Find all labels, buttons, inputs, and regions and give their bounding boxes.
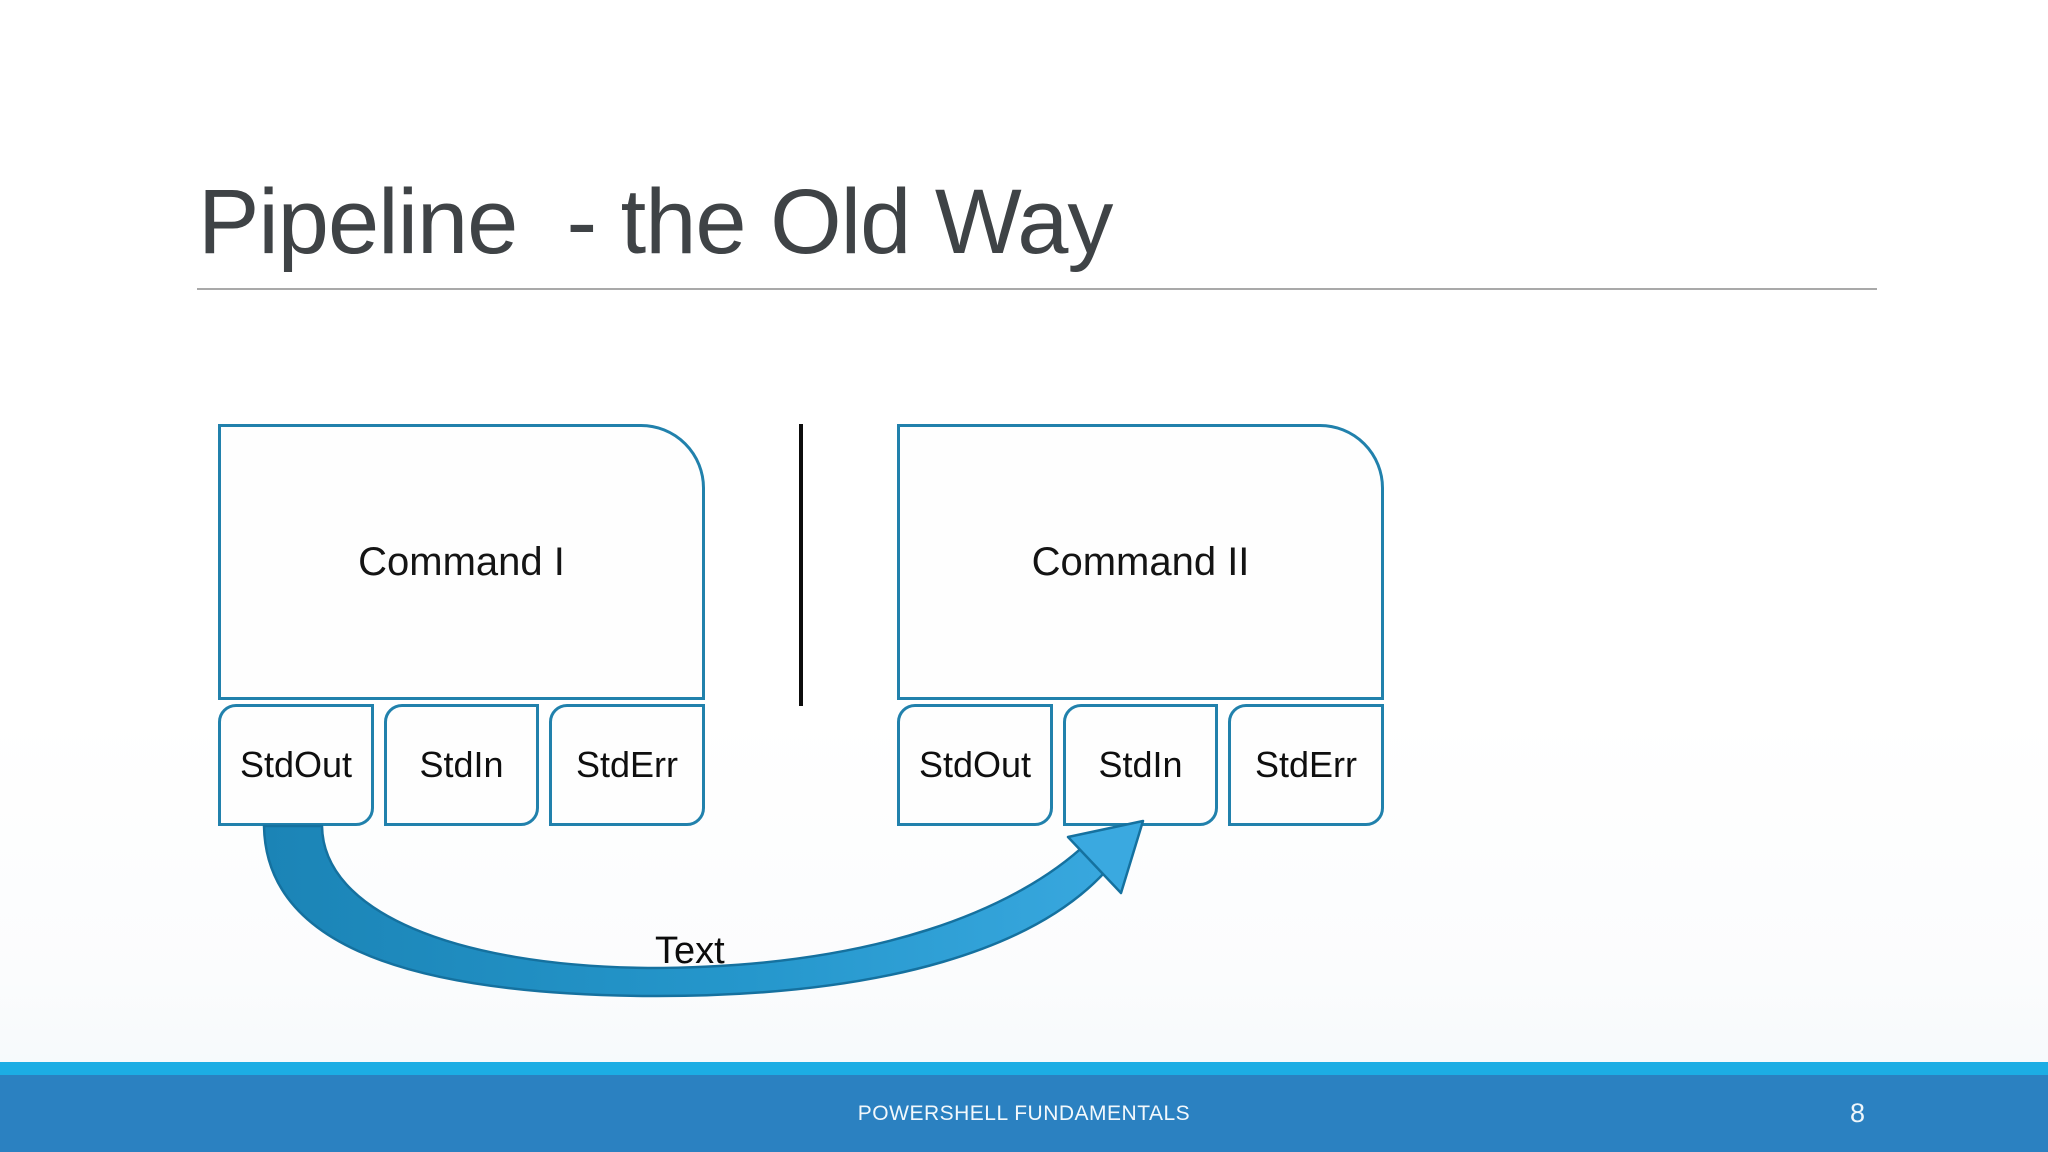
command-1-stderr-label: StdErr [575, 744, 679, 785]
command-1-stdout-box: StdOut [218, 704, 374, 826]
command-1-label: Command I [358, 539, 565, 584]
page-number: 8 [1850, 1098, 1866, 1128]
command-1-box: Command I [218, 424, 705, 700]
footer-text: POWERSHELL FUNDAMENTALS [857, 1101, 1191, 1125]
arrow-head [1066, 819, 1145, 895]
command-2-streams: StdOut StdIn StdErr [897, 704, 1384, 826]
slide-title: Pipeline - the Old Way [198, 171, 1113, 273]
command-1-streams: StdOut StdIn StdErr [218, 704, 705, 826]
command-2-stderr-box: StdErr [1228, 704, 1384, 826]
command-1-stderr-box: StdErr [549, 704, 705, 826]
command-1-stdin-label: StdIn [419, 744, 504, 785]
title-underline [197, 288, 1877, 290]
command-2-stderr-label: StdErr [1254, 744, 1358, 785]
arrow-label: Text [655, 930, 725, 972]
command-2-group: Command II StdOut StdIn StdErr [897, 424, 1384, 826]
command-2-stdout-box: StdOut [897, 704, 1053, 826]
footer-bar: POWERSHELL FUNDAMENTALS 8 [0, 1075, 2048, 1152]
pipe-separator-shape [799, 424, 803, 706]
command-1-stdin-box: StdIn [384, 704, 539, 826]
command-2-stdin-label: StdIn [1098, 744, 1183, 785]
command-1-group: Command I StdOut StdIn StdErr [218, 424, 705, 826]
command-2-stdout-label: StdOut [918, 744, 1032, 785]
command-2-box: Command II [897, 424, 1384, 700]
command-1-stdout-label: StdOut [239, 744, 353, 785]
command-2-label: Command II [1031, 539, 1250, 584]
command-2-stdin-box: StdIn [1063, 704, 1218, 826]
footer-accent-strip [0, 1062, 2048, 1075]
